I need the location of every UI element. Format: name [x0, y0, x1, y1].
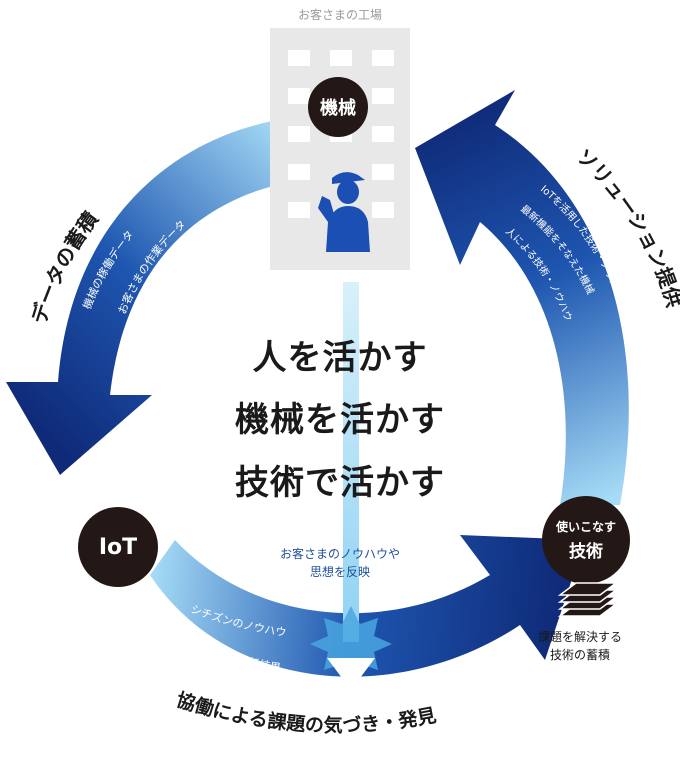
skill-label-line-1: 使いこなす [555, 520, 616, 534]
solve-caption-line-2: 技術の蓄積 [549, 648, 610, 662]
machine-label: 機械 [308, 77, 368, 137]
data-accumulation-arrow [6, 118, 290, 475]
worker-icon [318, 172, 370, 252]
factory-windows [288, 50, 394, 218]
solution-provision-arrow [415, 90, 629, 505]
center-line-1: 人を活かす [252, 338, 428, 378]
machine-node [308, 77, 368, 137]
feedback-starburst [310, 606, 392, 682]
center-line-2: 機械を活かす [235, 400, 445, 440]
feedback-arrowhead [327, 658, 375, 690]
stacked-layers-icon [557, 582, 619, 617]
feedback-caption-1: お客さまのノウハウや [279, 547, 400, 561]
feedback-stem [343, 282, 359, 642]
skill-label-line-2: 技術 [569, 542, 603, 562]
machine-label-text: 機械 [320, 98, 356, 119]
solve-caption-line-1: 課題を解決する [537, 630, 622, 644]
solve-caption: 課題を解決する 技術の蓄積 [525, 628, 635, 664]
iot-label: IoT [78, 507, 158, 587]
collaboration-title: 協働による課題の気づき・発見 [174, 689, 438, 737]
factory-caption: お客さまの工場 [297, 8, 382, 22]
skill-node [542, 496, 630, 584]
iot-label-text: IoT [98, 534, 138, 560]
skill-label: 使いこなす 技術 [542, 496, 630, 584]
collaboration-discovery-arrow [150, 535, 585, 677]
iot-node [78, 507, 158, 587]
feedback-caption-2: 思想を反映 [309, 565, 370, 579]
center-line-3: 技術で活かす [235, 463, 445, 503]
